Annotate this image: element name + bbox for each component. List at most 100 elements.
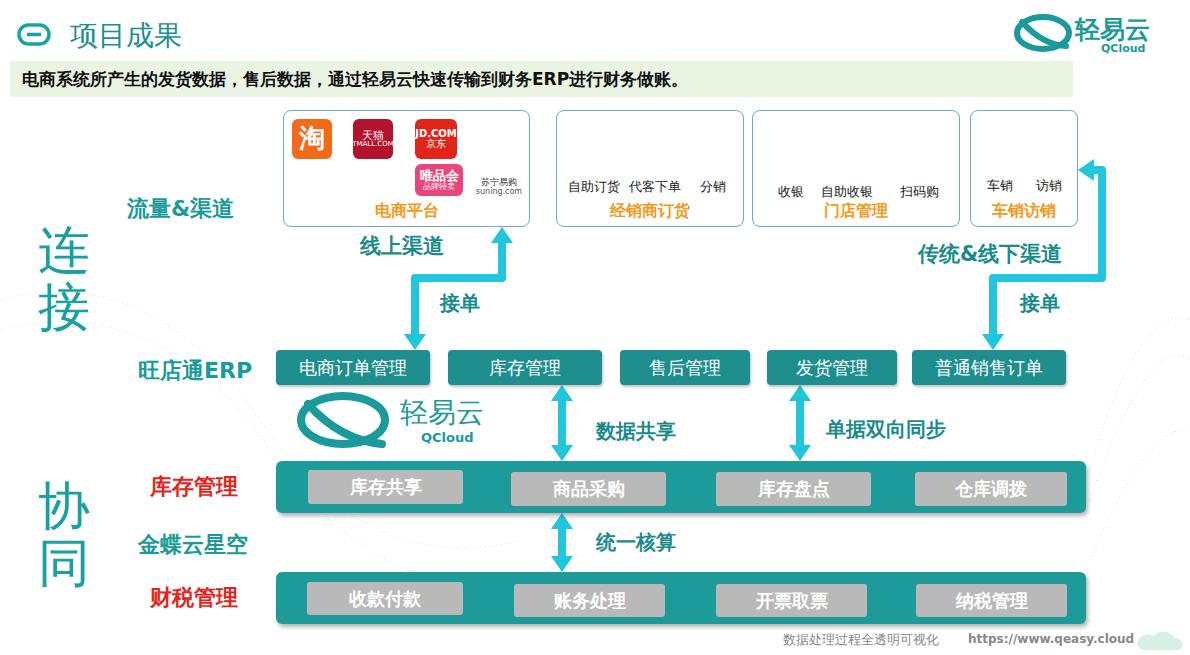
arrow-label: 单据双向同步 bbox=[824, 416, 948, 443]
node-text: 自助收银 bbox=[821, 183, 873, 201]
label: 轻易云 bbox=[1075, 13, 1150, 46]
node-text: 车销 bbox=[987, 177, 1013, 195]
label: 数据处理过程全透明可视化 bbox=[783, 631, 939, 649]
node-text: 苏宁易购 bbox=[481, 178, 517, 187]
node-text: 天猫 bbox=[362, 130, 384, 142]
label: 电商系统所产生的发货数据，售后数据，通过轻易云快速传输到财务ERP进行财务做账。 bbox=[22, 68, 688, 91]
node-text: 扫码购 bbox=[900, 183, 939, 201]
node-text: 商品采购 bbox=[553, 477, 625, 501]
label: QCloud bbox=[421, 430, 474, 445]
drawing-part bbox=[301, 396, 385, 444]
erp-module-box: 普通销售订单 bbox=[912, 350, 1066, 385]
drawing-part bbox=[1090, 429, 1190, 560]
title-icon bbox=[19, 25, 49, 44]
node-text: 开票取票 bbox=[756, 589, 828, 613]
label: 流量&渠道 bbox=[127, 194, 234, 224]
function-box: 纳税管理 bbox=[916, 584, 1067, 617]
brand-logo: 天猫TMALL.COM bbox=[353, 119, 393, 159]
node-text: 库存共享 bbox=[350, 475, 422, 499]
label: 轻易云 bbox=[400, 394, 484, 432]
erp-module-box: 售后管理 bbox=[620, 350, 750, 385]
logo-swirl bbox=[301, 396, 385, 444]
node-text: suning.com bbox=[476, 188, 522, 196]
icon-caption-box: 扫码购 bbox=[891, 182, 947, 202]
icon-caption-box: 分销 bbox=[686, 177, 740, 197]
double-arrow bbox=[796, 396, 804, 450]
channel-panel: 门店管理收银自助收银 扫码购 bbox=[752, 110, 960, 227]
arrow-label: 接单 bbox=[438, 290, 482, 317]
node-text: 仓库调拨 bbox=[955, 477, 1027, 501]
function-box: 账务处理 bbox=[514, 584, 665, 617]
panel-heading: 门店管理 bbox=[753, 201, 959, 222]
icon-caption-box: 代客下单 bbox=[623, 177, 687, 197]
label: QCloud bbox=[1101, 42, 1145, 55]
arrow-label: 统一核算 bbox=[594, 529, 678, 556]
footer-cloud bbox=[1137, 632, 1182, 650]
label: 协同 bbox=[38, 478, 90, 592]
icon-caption-box: 车销 bbox=[978, 176, 1022, 196]
drawing-part bbox=[19, 25, 49, 44]
panel-heading: 电商平台 bbox=[284, 201, 529, 222]
function-box: 仓库调拨 bbox=[915, 472, 1067, 506]
logo-swirl bbox=[1017, 17, 1069, 49]
label: 旺店通ERP bbox=[138, 356, 252, 386]
function-box: 商品采购 bbox=[511, 472, 666, 506]
brand-logo: 唯品会品牌特卖 bbox=[415, 164, 463, 196]
label: 线上渠道 bbox=[360, 232, 444, 260]
node-text: 发货管理 bbox=[796, 356, 868, 380]
function-box: 开票取票 bbox=[716, 584, 867, 617]
node-text: 京东 bbox=[426, 139, 446, 150]
label: 连接 bbox=[38, 222, 90, 336]
channel-panel: 经销商订货 自助订货代客下单 分销 bbox=[556, 110, 744, 227]
node-text: 淘 bbox=[299, 125, 325, 152]
system-band: 库存管理库存共享商品采购库存盘点仓库调拨 bbox=[276, 461, 1086, 513]
title: 项目成果 bbox=[70, 17, 182, 55]
node-text: 分销 bbox=[700, 178, 726, 196]
drawing-part bbox=[1090, 318, 1190, 470]
label: 传统&线下渠道 bbox=[918, 240, 1062, 268]
label: 金蝶云星空 bbox=[138, 530, 248, 560]
node-text: 电商订单管理 bbox=[299, 356, 407, 380]
node-text: 收款付款 bbox=[349, 587, 421, 611]
drawing-part bbox=[1022, 22, 1066, 46]
erp-module-box: 发货管理 bbox=[767, 350, 897, 385]
icon-caption-box: 自助收银 bbox=[815, 182, 879, 202]
node-text: 纳税管理 bbox=[956, 589, 1028, 613]
brand-logo: 苏宁易购suning.com bbox=[473, 175, 525, 199]
label: https://www.qeasy.cloud bbox=[968, 632, 1134, 646]
node-text: TMALL.COM bbox=[352, 141, 394, 148]
channel-panel: 车销访销车销访销 bbox=[970, 110, 1078, 227]
icon-caption-box: 访销 bbox=[1027, 176, 1071, 196]
node-text: 账务处理 bbox=[554, 589, 626, 613]
icon-caption-box: 自助订货 bbox=[562, 177, 626, 197]
node-text: 自助订货 bbox=[568, 178, 620, 196]
function-box: 收款付款 bbox=[307, 582, 463, 615]
node-text: 收银 bbox=[778, 183, 804, 201]
dot-wave bbox=[0, 292, 1190, 585]
brand-logo: JD.COM京东 bbox=[415, 119, 457, 159]
double-arrow bbox=[558, 396, 566, 450]
channel-panel: 电商平台淘天猫TMALL.COMJD.COM京东唯品会品牌特卖苏宁易购sunin… bbox=[283, 110, 530, 227]
function-box: 库存共享 bbox=[308, 470, 463, 504]
band-heading: 财税管理 bbox=[150, 583, 238, 613]
band-heading: 库存管理 bbox=[150, 472, 238, 502]
arrow-label: 接单 bbox=[1018, 290, 1062, 317]
panel-heading: 经销商订货 bbox=[557, 201, 743, 222]
node-text: 库存管理 bbox=[489, 356, 561, 380]
system-band: 财税管理收款付款账务处理开票取票纳税管理 bbox=[276, 572, 1086, 624]
drawing-part bbox=[1090, 356, 1190, 501]
erp-module-box: 电商订单管理 bbox=[276, 350, 430, 385]
node-text: 库存盘点 bbox=[758, 477, 830, 501]
node-text: 代客下单 bbox=[629, 178, 681, 196]
icon-caption-box: 收银 bbox=[767, 182, 815, 202]
erp-module-box: 库存管理 bbox=[448, 350, 602, 385]
drawing-part bbox=[1017, 17, 1069, 49]
node-text: 普通销售订单 bbox=[935, 356, 1043, 380]
panel-heading: 车销访销 bbox=[971, 201, 1077, 222]
subtitle-bar bbox=[10, 61, 1073, 97]
node-text: 唯品会 bbox=[420, 169, 459, 183]
double-arrow bbox=[558, 524, 566, 561]
function-box: 库存盘点 bbox=[716, 472, 871, 506]
node-text: 访销 bbox=[1036, 177, 1062, 195]
arrow-label: 数据共享 bbox=[594, 418, 678, 445]
